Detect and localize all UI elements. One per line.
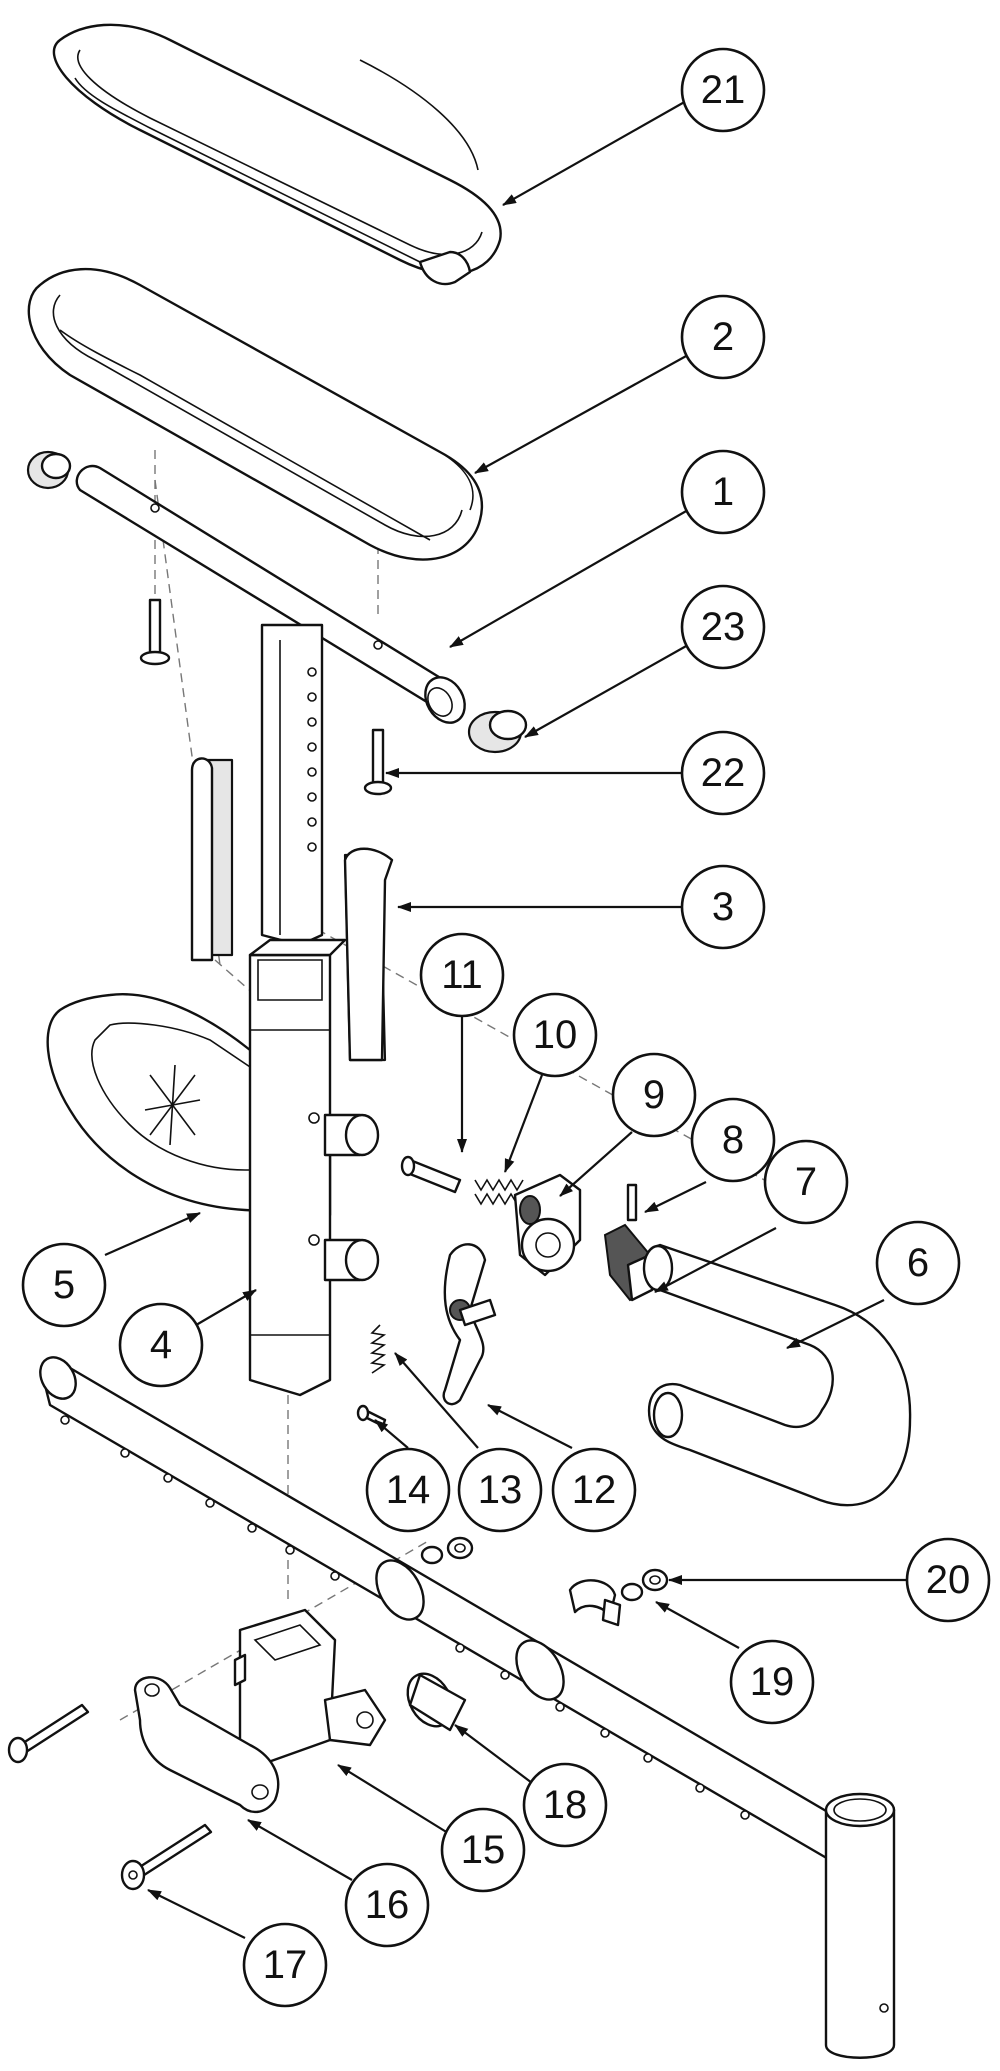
callout-18-label: 18: [543, 1783, 588, 1827]
mounting-stud-upper: [323, 1113, 380, 1157]
part-10-spring: [474, 1178, 524, 1206]
long-bolt-left: [7, 1703, 90, 1764]
part-12-release-lever: [442, 1243, 497, 1406]
callout-14: 14: [365, 1447, 451, 1533]
frame-tube-holes: [60, 1415, 750, 1820]
nuts-upper: [420, 1536, 474, 1565]
part-22-screw: [363, 728, 393, 796]
part-20-nut: [641, 1568, 669, 1592]
callout-11: 11: [419, 932, 505, 1018]
callout-5: 5: [21, 1242, 107, 1328]
callout-2-label: 2: [712, 315, 734, 359]
callout-14-label: 14: [386, 1468, 431, 1512]
part-9-lock-housing: [513, 1173, 582, 1277]
reflector-icon: [144, 1064, 201, 1146]
part-19-washer: [620, 1582, 644, 1602]
part-8-roll-pin: [626, 1183, 638, 1222]
screw-left: [139, 598, 171, 666]
callout-1: 1: [680, 449, 766, 535]
post-adjust-holes: [307, 667, 317, 852]
part-11-pin: [400, 1155, 462, 1194]
part-17-bolt: [120, 1823, 213, 1891]
callout-4-label: 4: [150, 1323, 172, 1367]
callout-8: 8: [690, 1097, 776, 1183]
part-18-sleeve: [406, 1672, 467, 1732]
callout-17-label: 17: [263, 1943, 308, 1987]
callout-18: 18: [522, 1762, 608, 1848]
part-15-clamp-receiver: [233, 1608, 387, 1767]
part-3-guide-strip: [343, 847, 394, 1062]
part-1-armrest-tube: [75, 464, 466, 724]
callout-21: 21: [680, 47, 766, 133]
callout-13: 13: [457, 1447, 543, 1533]
callout-13-label: 13: [478, 1468, 523, 1512]
part-14-screw: [356, 1404, 387, 1428]
callout-16: 16: [344, 1862, 430, 1948]
callout-10: 10: [512, 992, 598, 1078]
callout-22-label: 22: [701, 751, 746, 795]
guide-strip-left: [190, 757, 234, 962]
part-16-clamp: [133, 1676, 280, 1814]
callout-3: 3: [680, 864, 766, 950]
mounting-stud-lower: [323, 1238, 380, 1282]
tube-sleeve-lower: [515, 1639, 565, 1701]
callout-7: 7: [763, 1139, 849, 1225]
callout-9-label: 9: [643, 1073, 665, 1117]
callout-16-label: 16: [365, 1883, 410, 1927]
callout-23: 23: [680, 584, 766, 670]
callout-23-label: 23: [701, 605, 746, 649]
main-frame-tube: [39, 1356, 852, 1862]
callout-15-label: 15: [461, 1828, 506, 1872]
callout-5-label: 5: [53, 1263, 75, 1307]
callout-21-label: 21: [701, 68, 746, 112]
tube-sleeve-upper: [375, 1559, 425, 1621]
callout-6-label: 6: [907, 1241, 929, 1285]
part-23-end-cap: [467, 709, 528, 754]
callout-12-label: 12: [572, 1468, 617, 1512]
part-21-armrest-pad-top: [52, 23, 502, 286]
clamp-half-upper: [568, 1579, 622, 1627]
callout-20-label: 20: [926, 1558, 971, 1602]
end-cap-left: [26, 450, 72, 490]
callout-6: 6: [875, 1220, 961, 1306]
socket-tube: [824, 1792, 896, 2059]
part-2-armrest-pad: [27, 267, 483, 561]
callout-15: 15: [440, 1807, 526, 1893]
callout-11-label: 11: [441, 953, 483, 997]
callout-22: 22: [680, 730, 766, 816]
callout-2: 2: [680, 294, 766, 380]
callout-9: 9: [611, 1052, 697, 1138]
callout-17: 17: [242, 1922, 328, 2008]
armrest-post: [260, 623, 324, 947]
callout-8-label: 8: [722, 1118, 744, 1162]
callout-19: 19: [729, 1639, 815, 1725]
callout-10-label: 10: [533, 1013, 578, 1057]
callout-12: 12: [551, 1447, 637, 1533]
part-6-push-handle: [642, 1243, 912, 1507]
part-4-receiver-body: [248, 938, 380, 1397]
part-13-spring: [369, 1324, 387, 1374]
callout-4: 4: [118, 1302, 204, 1388]
callout-1-label: 1: [712, 470, 734, 514]
callout-7-label: 7: [795, 1160, 817, 1204]
callout-20: 20: [905, 1537, 991, 1623]
leader-lines: [104, 99, 916, 1939]
callout-19-label: 19: [750, 1660, 795, 1704]
callout-3-label: 3: [712, 885, 734, 929]
